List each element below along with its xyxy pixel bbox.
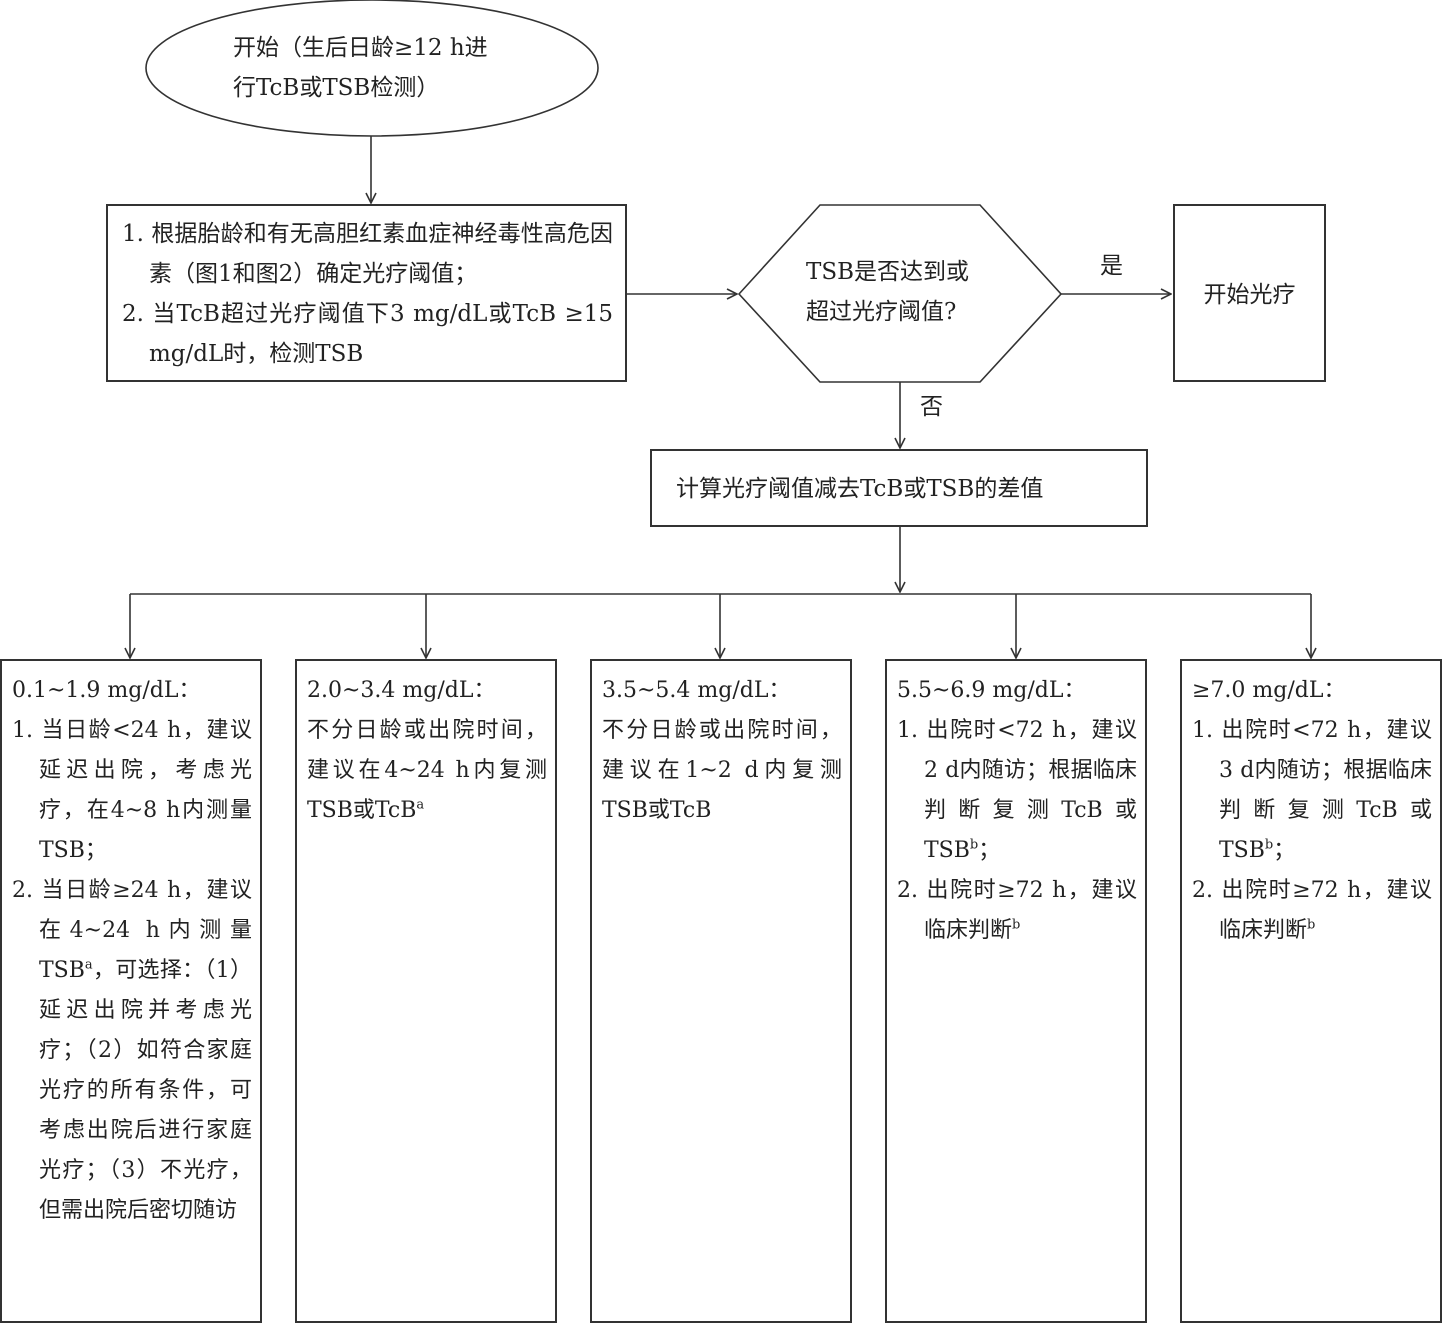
start-node: 开始（生后日龄≥12 h进 行TcB或TSB检测） bbox=[233, 28, 533, 108]
start-node-line-1: 开始（生后日龄≥12 h进 bbox=[233, 35, 488, 61]
branch-5-range: ≥7.0 mg/dL： bbox=[1192, 678, 1346, 703]
threshold-step-item-1: 1. 根据胎龄和有无高胆红素血症神经毒性高危因素（图1和图2）确定光疗阈值； bbox=[122, 221, 613, 287]
footnote-marker: b bbox=[1307, 917, 1316, 933]
decision-node-line-1: TSB是否达到或 bbox=[806, 259, 969, 285]
phototherapy-box: 开始光疗 bbox=[1173, 204, 1326, 382]
branch-5-item-2: 2. 出院时≥72 h，建议临床判断b bbox=[1192, 878, 1432, 943]
yes-label: 是 bbox=[1100, 253, 1123, 279]
branch-4-item-2: 2. 出院时≥72 h，建议临床判断b bbox=[897, 878, 1137, 943]
decision-node: TSB是否达到或 超过光疗阈值? bbox=[806, 252, 1016, 332]
branch-1-item-1: 1. 当日龄<24 h，建议延迟出院，考虑光疗，在4~8 h内测量TSB； bbox=[12, 718, 252, 863]
branch-2-text: 不分日龄或出院时间，建议在4~24 h内复测TSB或TcBa bbox=[307, 718, 547, 823]
footnote-marker: b bbox=[969, 837, 979, 853]
branch-1-range: 0.1~1.9 mg/dL： bbox=[12, 678, 201, 703]
branch-5-item-1: 1. 出院时<72 h，建议3 d内随访；根据临床判断复测TcB或TSBb； bbox=[1192, 718, 1432, 863]
branch-box-5: ≥7.0 mg/dL： 1. 出院时<72 h，建议3 d内随访；根据临床判断复… bbox=[1180, 659, 1442, 1323]
threshold-step-item-2: 2. 当TcB超过光疗阈值下3 mg/dL或TcB ≥15 mg/dL时，检测T… bbox=[122, 301, 613, 367]
start-node-shape bbox=[145, 0, 599, 137]
footnote-marker: a bbox=[84, 957, 93, 973]
branch-2-range: 2.0~3.4 mg/dL： bbox=[307, 678, 496, 703]
branch-3-range: 3.5~5.4 mg/dL： bbox=[602, 678, 791, 703]
decision-node-line-2: 超过光疗阈值? bbox=[806, 299, 957, 325]
branch-3-text: 不分日龄或出院时间，建议在1~2 d内复测TSB或TcB bbox=[602, 718, 842, 823]
branch-4-item-1: 1. 出院时<72 h，建议2 d内随访；根据临床判断复测TcB或TSBb； bbox=[897, 718, 1137, 863]
branch-box-3: 3.5~5.4 mg/dL： 不分日龄或出院时间，建议在1~2 d内复测TSB或… bbox=[590, 659, 852, 1323]
footnote-marker: a bbox=[416, 797, 425, 813]
branch-box-4: 5.5~6.9 mg/dL： 1. 出院时<72 h，建议2 d内随访；根据临床… bbox=[885, 659, 1147, 1323]
branch-box-1: 0.1~1.9 mg/dL： 1. 当日龄<24 h，建议延迟出院，考虑光疗，在… bbox=[0, 659, 262, 1323]
start-node-line-2: 行TcB或TSB检测） bbox=[233, 75, 440, 101]
difference-box: 计算光疗阈值减去TcB或TSB的差值 bbox=[650, 449, 1148, 527]
branch-4-range: 5.5~6.9 mg/dL： bbox=[897, 678, 1086, 703]
no-label: 否 bbox=[920, 394, 943, 420]
footnote-marker: b bbox=[1012, 917, 1021, 933]
phototherapy-label: 开始光疗 bbox=[1203, 282, 1296, 308]
difference-label: 计算光疗阈值减去TcB或TSB的差值 bbox=[676, 476, 1044, 502]
branch-box-2: 2.0~3.4 mg/dL： 不分日龄或出院时间，建议在4~24 h内复测TSB… bbox=[295, 659, 557, 1323]
branch-1-item-2: 2. 当日龄≥24 h，建议在4~24 h内测量TSBa，可选择：（1）延迟出院… bbox=[12, 878, 252, 1223]
footnote-marker: b bbox=[1264, 837, 1274, 853]
threshold-step-box: 1. 根据胎龄和有无高胆红素血症神经毒性高危因素（图1和图2）确定光疗阈值； 2… bbox=[106, 204, 627, 382]
